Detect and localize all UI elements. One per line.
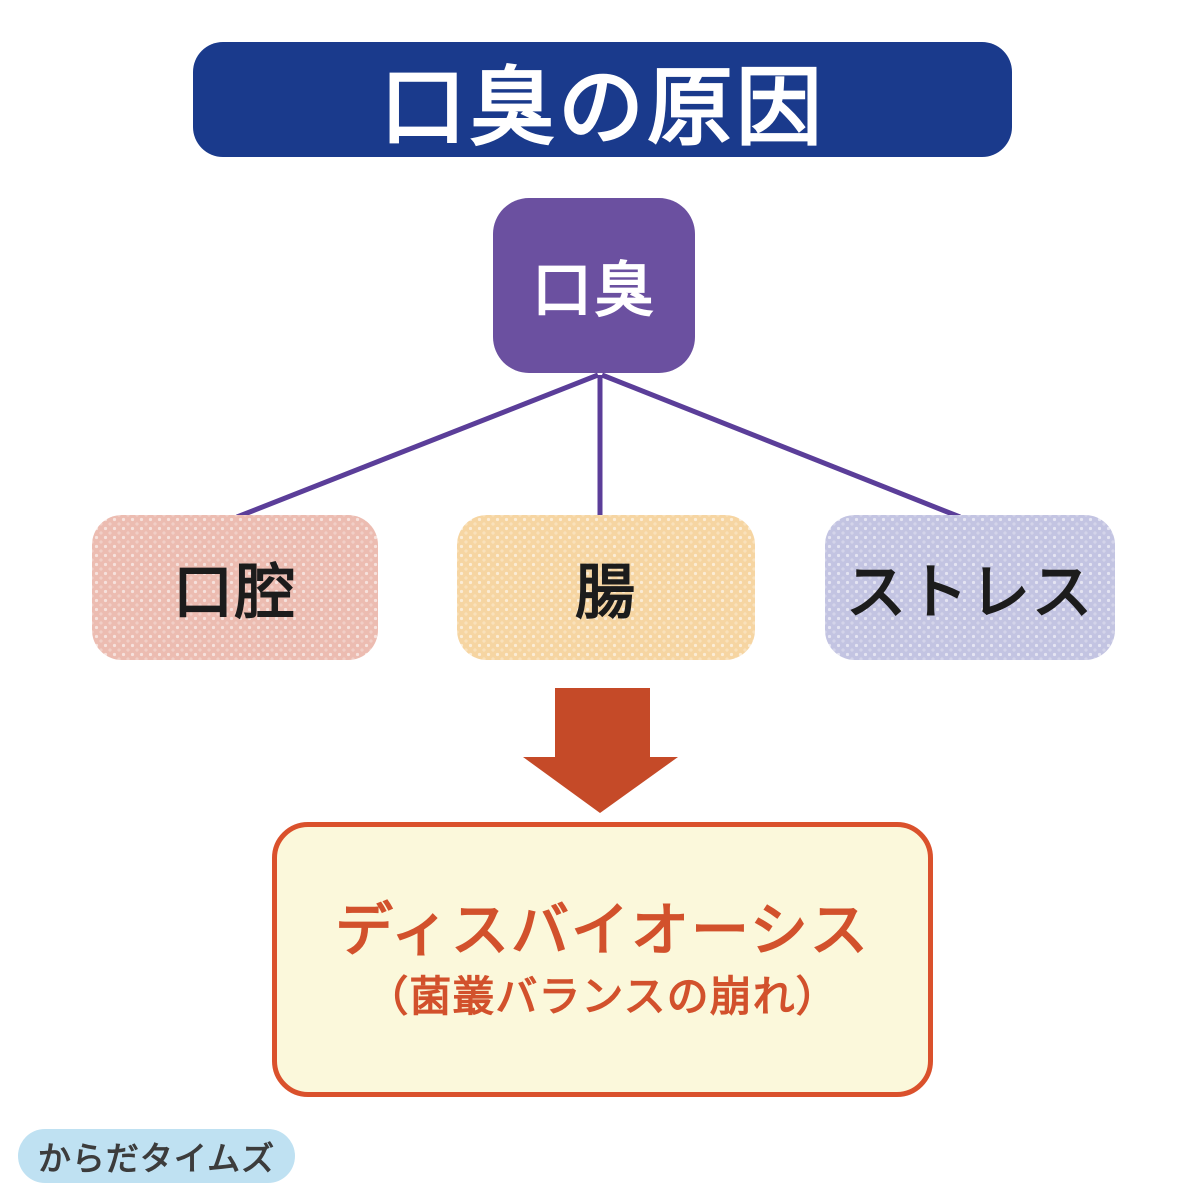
result-title: ディスバイオーシス xyxy=(335,897,870,963)
node-oral-cavity: 口腔 xyxy=(92,515,378,660)
connector-line-left xyxy=(236,372,599,520)
node-intestine: 腸 xyxy=(457,515,755,660)
down-arrow-icon xyxy=(523,688,678,813)
result-box-dysbiosis: ディスバイオーシス （菌叢バランスの崩れ） xyxy=(272,822,933,1097)
node-bad-breath: 口臭 xyxy=(493,198,695,373)
footer-badge: からだタイムズ xyxy=(18,1129,295,1183)
connector-line-right xyxy=(601,372,961,520)
node-stress: ストレス xyxy=(825,515,1115,660)
result-subtitle: （菌叢バランスの崩れ） xyxy=(366,972,839,1020)
diagram-title: 口臭の原因 xyxy=(193,42,1012,157)
